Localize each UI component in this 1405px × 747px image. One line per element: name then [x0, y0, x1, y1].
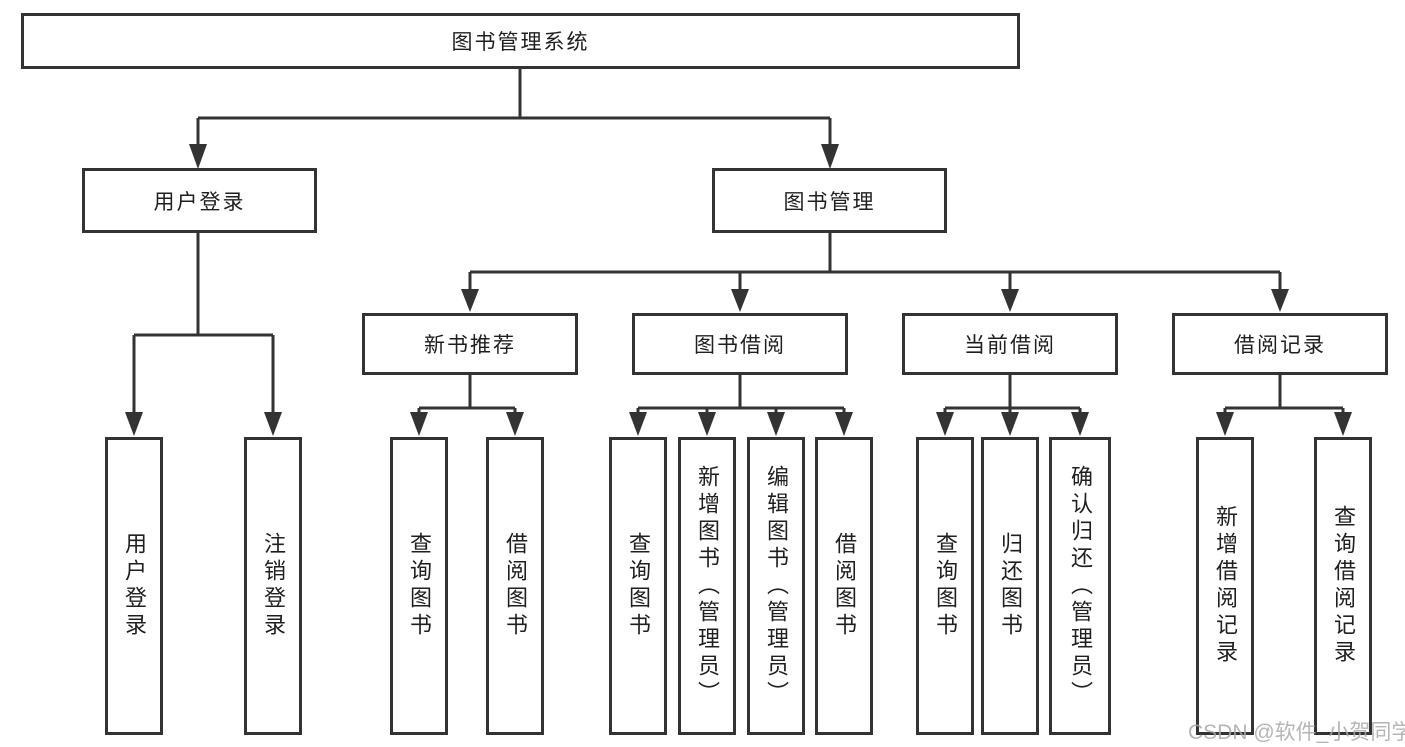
leaf-borrow-edit-book-admin-label: 编辑图书（管理员） [764, 464, 789, 708]
node-new-book-recommend-label: 新书推荐 [424, 334, 516, 357]
leaf-records-add-record: 新增借阅记录 [1196, 437, 1254, 735]
leaf-borrow-query-book-label: 查询图书 [626, 532, 651, 640]
leaf-borrow-borrow-book: 借阅图书 [815, 437, 873, 735]
leaf-newrec-borrow-book-label: 借阅图书 [503, 532, 528, 640]
leaf-newrec-query-book: 查询图书 [390, 437, 448, 735]
leaf-borrow-add-book-admin-label: 新增图书（管理员） [695, 464, 720, 708]
leaf-records-query-record-label: 查询借阅记录 [1331, 505, 1356, 667]
leaf-borrow-edit-book-admin: 编辑图书（管理员） [747, 437, 805, 735]
leaf-current-confirm-return-admin: 确认归还（管理员） [1049, 437, 1111, 735]
leaf-current-query-book: 查询图书 [916, 437, 974, 735]
leaf-user-login: 用户登录 [105, 437, 163, 735]
leaf-user-login-label: 用户登录 [122, 532, 147, 640]
leaf-logout-label: 注销登录 [261, 532, 286, 640]
leaf-newrec-query-book-label: 查询图书 [407, 532, 432, 640]
node-book-borrow-label: 图书借阅 [694, 334, 786, 357]
node-user-login-label: 用户登录 [153, 190, 246, 214]
node-borrow-records: 借阅记录 [1172, 313, 1388, 375]
node-new-book-recommend: 新书推荐 [362, 313, 578, 375]
node-library-system: 图书管理系统 [21, 13, 1020, 69]
leaf-records-query-record: 查询借阅记录 [1314, 437, 1372, 735]
node-book-management: 图书管理 [712, 168, 947, 233]
node-current-borrow: 当前借阅 [902, 313, 1118, 375]
leaf-current-confirm-return-admin-label: 确认归还（管理员） [1068, 464, 1093, 708]
leaf-current-query-book-label: 查询图书 [933, 532, 958, 640]
csdn-watermark: CSDN @软件_小贺同学 [1188, 721, 1405, 744]
node-user-login: 用户登录 [82, 168, 317, 233]
node-book-borrow: 图书借阅 [632, 313, 848, 375]
leaf-borrow-borrow-book-label: 借阅图书 [832, 532, 857, 640]
leaf-current-return-book: 归还图书 [981, 437, 1039, 735]
leaf-records-add-record-label: 新增借阅记录 [1213, 505, 1238, 667]
node-borrow-records-label: 借阅记录 [1234, 334, 1326, 357]
node-book-management-label: 图书管理 [783, 190, 876, 214]
node-current-borrow-label: 当前借阅 [964, 334, 1056, 357]
leaf-logout: 注销登录 [244, 437, 302, 735]
leaf-current-return-book-label: 归还图书 [998, 532, 1023, 640]
leaf-borrow-query-book: 查询图书 [609, 437, 667, 735]
leaf-borrow-add-book-admin: 新增图书（管理员） [678, 437, 736, 735]
leaf-newrec-borrow-book: 借阅图书 [486, 437, 544, 735]
node-library-system-label: 图书管理系统 [451, 31, 590, 54]
